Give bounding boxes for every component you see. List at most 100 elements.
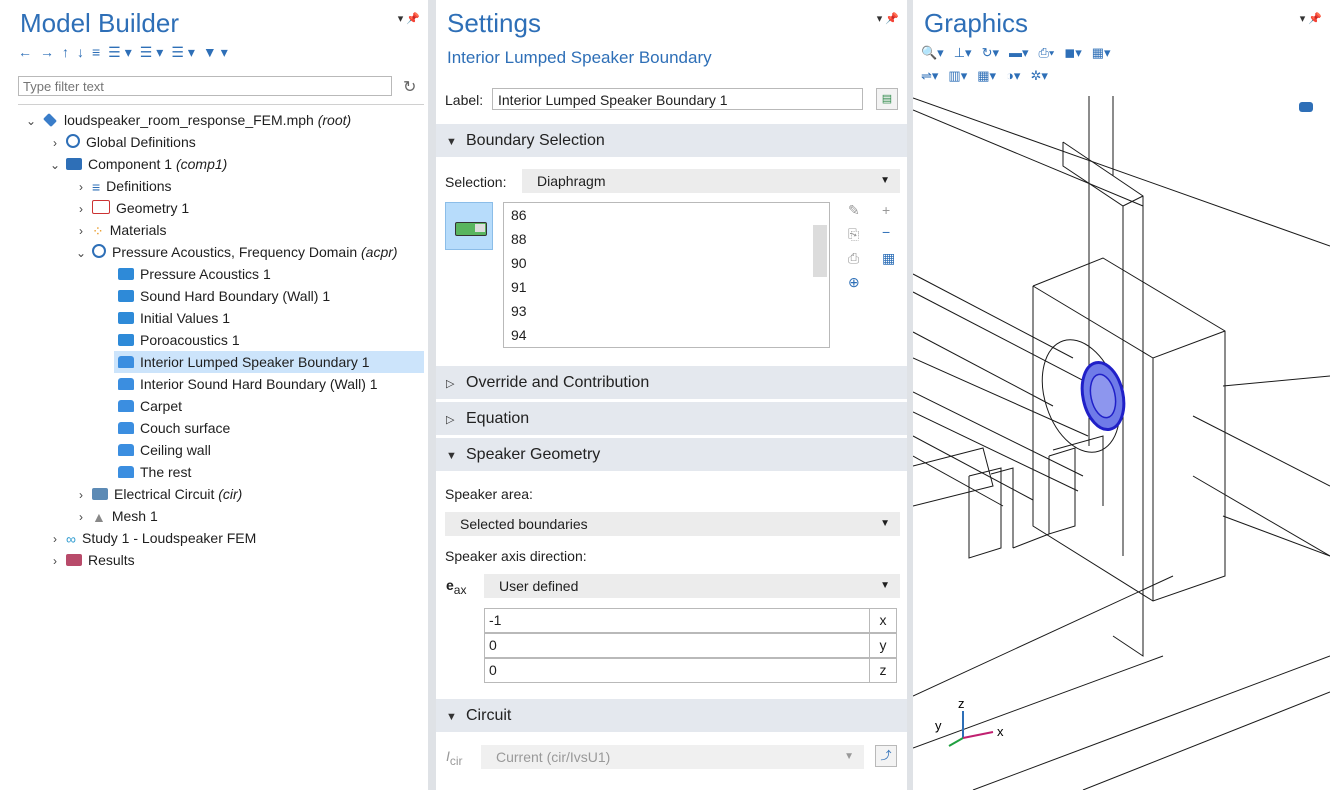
tree-node-electrical-circuit[interactable]: ›Electrical Circuit (cir): [74, 483, 242, 505]
boundary-list[interactable]: 86 88 90 91 93 94: [503, 202, 830, 348]
axes-triad: z x y: [935, 696, 1004, 747]
chevron-right-icon[interactable]: ›: [79, 488, 83, 502]
tree-node-root[interactable]: ⌄loudspeaker_room_response_FEM.mph (root…: [24, 109, 351, 131]
list-item[interactable]: 86: [511, 207, 527, 223]
remove-icon[interactable]: −: [882, 224, 891, 240]
tree-node-geometry[interactable]: ›Geometry 1: [74, 197, 189, 219]
chevron-down-icon[interactable]: ⌄: [49, 158, 61, 172]
circuit-current-dropdown[interactable]: Current (cir/IvsU1)▼: [481, 745, 864, 769]
chevron-down-icon[interactable]: ⌄: [25, 114, 37, 128]
domain-feature-icon: [118, 268, 134, 280]
tree-node-definitions[interactable]: ›≡Definitions: [74, 175, 172, 197]
back-icon[interactable]: ←: [18, 44, 36, 60]
zoom-icon[interactable]: 🔍▾: [921, 45, 944, 60]
tree-node-pressure-acoustics[interactable]: ⌄Pressure Acoustics, Frequency Domain (a…: [74, 241, 398, 263]
list-item[interactable]: 93: [511, 303, 527, 319]
paste-icon[interactable]: ⎙: [848, 250, 860, 266]
tree-node-interior-lumped-speaker[interactable]: Interior Lumped Speaker Boundary 1: [114, 351, 424, 373]
tree-node-component[interactable]: ⌄Component 1 (comp1): [48, 153, 227, 175]
camera-icon[interactable]: ✲▾: [1030, 68, 1048, 83]
expand-icon[interactable]: ☰▾: [139, 44, 168, 60]
list-item[interactable]: 94: [511, 327, 527, 343]
transparency-icon[interactable]: ⇌▾: [921, 68, 939, 83]
section-override-contribution[interactable]: ▷Override and Contribution: [436, 366, 907, 399]
axis-orientation-icon[interactable]: ⊥▾: [953, 45, 972, 60]
graphics-canvas[interactable]: z x y: [913, 96, 1330, 790]
chevron-right-icon[interactable]: ›: [53, 554, 57, 568]
chevron-right-icon[interactable]: ›: [79, 202, 83, 216]
results-icon: [66, 554, 82, 566]
section-equation[interactable]: ▷Equation: [436, 402, 907, 435]
tree-node-the-rest[interactable]: The rest: [114, 461, 191, 483]
list-item[interactable]: 91: [511, 279, 527, 295]
copy-icon[interactable]: ⎘: [848, 226, 860, 242]
print-icon[interactable]: ⎙▾: [1038, 45, 1055, 60]
tree-node-interior-sound-hard[interactable]: Interior Sound Hard Boundary (Wall) 1: [114, 373, 378, 395]
chevron-right-icon[interactable]: ›: [79, 180, 83, 194]
tree-node-initial-values[interactable]: Initial Values 1: [114, 307, 230, 329]
tree-node-sound-hard-boundary[interactable]: Sound Hard Boundary (Wall) 1: [114, 285, 330, 307]
select-mode-icon[interactable]: ▬▾: [1009, 45, 1029, 60]
up-icon[interactable]: ↑: [62, 44, 73, 60]
rotate-icon[interactable]: ↻▾: [981, 45, 999, 60]
list-item[interactable]: 90: [511, 255, 527, 271]
sort-icon[interactable]: ☰▾: [108, 44, 136, 60]
view-toggle-icon[interactable]: [1299, 102, 1313, 112]
section-circuit[interactable]: ▼Circuit: [436, 699, 907, 732]
tree-node-pressure-acoustics-1[interactable]: Pressure Acoustics 1: [114, 263, 271, 285]
list-item[interactable]: 88: [511, 231, 527, 247]
wireframe-icon[interactable]: ▥▾: [948, 68, 968, 83]
axis-z-input[interactable]: 0: [484, 658, 870, 683]
go-to-source-icon[interactable]: ⤴: [875, 745, 897, 767]
refresh-icon[interactable]: ↻: [403, 79, 417, 96]
tree-node-global-definitions[interactable]: ›Global Definitions: [48, 131, 196, 153]
clear-selection-icon[interactable]: ✎: [848, 202, 860, 218]
section-speaker-geometry[interactable]: ▼Speaker Geometry: [436, 438, 907, 471]
axis-y-input[interactable]: 0: [484, 633, 870, 658]
grid-icon[interactable]: ▦▾: [977, 68, 997, 83]
tree-node-mesh[interactable]: ›▲Mesh 1: [74, 505, 158, 527]
chevron-right-icon[interactable]: ›: [53, 136, 57, 150]
axis-direction-dropdown[interactable]: User defined▼: [484, 574, 900, 598]
scrollbar[interactable]: [813, 225, 827, 277]
tree-node-couch-surface[interactable]: Couch surface: [114, 417, 230, 439]
speaker-area-dropdown[interactable]: Selected boundaries▼: [445, 512, 900, 536]
tree-node-study[interactable]: ›∞Study 1 - Loudspeaker FEM: [48, 527, 256, 549]
add-icon[interactable]: +: [882, 202, 891, 218]
tree-node-results[interactable]: ›Results: [48, 549, 135, 571]
show-icon[interactable]: ≡: [92, 44, 105, 60]
label-field[interactable]: Interior Lumped Speaker Boundary 1: [492, 88, 863, 110]
active-toggle-button[interactable]: [445, 202, 493, 250]
panel-menu-icon[interactable]: ▾ 📌: [397, 13, 420, 25]
label-edit-icon[interactable]: ▤: [876, 88, 898, 110]
filter-input[interactable]: [18, 76, 392, 96]
section-boundary-selection[interactable]: ▼Boundary Selection: [436, 124, 907, 157]
lighting-icon[interactable]: ◑▾: [1006, 68, 1021, 83]
filter-icon[interactable]: ▼▾: [202, 44, 232, 60]
axis-y-label: y: [935, 718, 942, 733]
tree-node-ceiling-wall[interactable]: Ceiling wall: [114, 439, 211, 461]
chevron-right-icon[interactable]: ›: [53, 532, 57, 546]
dropdown-arrow-icon: ▼: [880, 518, 890, 529]
selection-list-icon[interactable]: ▦▾: [1091, 45, 1111, 60]
geometry-view[interactable]: z x y: [913, 96, 1330, 790]
mesh-icon: ▲: [92, 509, 106, 525]
graphics-title: Graphics: [924, 8, 1029, 38]
panel-menu-icon[interactable]: ▾ 📌: [1299, 13, 1322, 25]
panel-menu-icon[interactable]: ▾ 📌: [876, 13, 899, 25]
create-selection-icon[interactable]: ▦: [882, 250, 896, 266]
chevron-right-icon[interactable]: ›: [79, 224, 83, 238]
chevron-right-icon[interactable]: ›: [79, 510, 83, 524]
forward-icon[interactable]: →: [40, 44, 58, 60]
chevron-down-icon[interactable]: ⌄: [75, 246, 87, 260]
zoom-to-selection-icon[interactable]: ⊕: [848, 274, 860, 290]
axis-x-input[interactable]: -1: [484, 608, 870, 633]
tree-node-materials[interactable]: ›⁘Materials: [74, 219, 167, 241]
selection-dropdown[interactable]: Diaphragm▼: [522, 169, 900, 193]
list-icon[interactable]: ☰▾: [171, 44, 199, 60]
tree-node-carpet[interactable]: Carpet: [114, 395, 182, 417]
tree-node-poroacoustics[interactable]: Poroacoustics 1: [114, 329, 240, 351]
materials-icon: ⁘: [92, 223, 104, 239]
down-icon[interactable]: ↓: [77, 44, 88, 60]
capture-icon[interactable]: ◼▾: [1064, 45, 1082, 60]
